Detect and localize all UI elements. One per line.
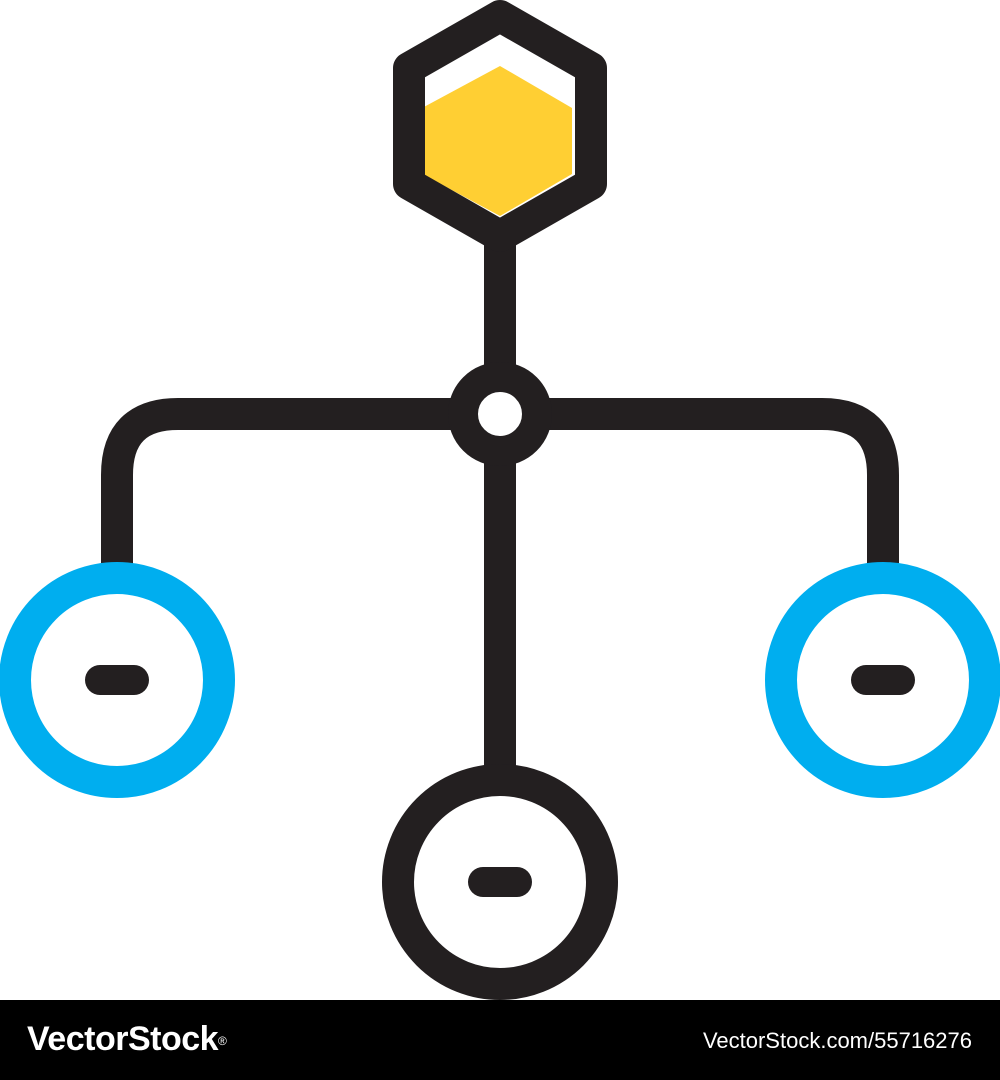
vectorstock-logo: VectorStock® <box>27 1018 227 1060</box>
left-branch-connector <box>101 398 454 572</box>
root-hexagon-node <box>393 0 607 252</box>
watermark-footer: VectorStock® VectorStock.com/55716276 <box>0 1000 1000 1080</box>
registered-mark: ® <box>218 1034 227 1048</box>
image-reference-url: VectorStock.com/55716276 <box>702 1028 972 1053</box>
hexagon-fill <box>422 66 572 216</box>
bottom-child-node <box>382 764 618 1000</box>
right-child-node <box>765 562 1000 798</box>
right-branch-connector <box>546 398 899 572</box>
logo-text: VectorStock <box>27 1020 219 1058</box>
junction-node <box>448 362 552 466</box>
hexagon-outline <box>393 0 607 252</box>
hierarchy-flowchart-icon <box>0 0 1000 1000</box>
left-child-node <box>0 562 235 798</box>
